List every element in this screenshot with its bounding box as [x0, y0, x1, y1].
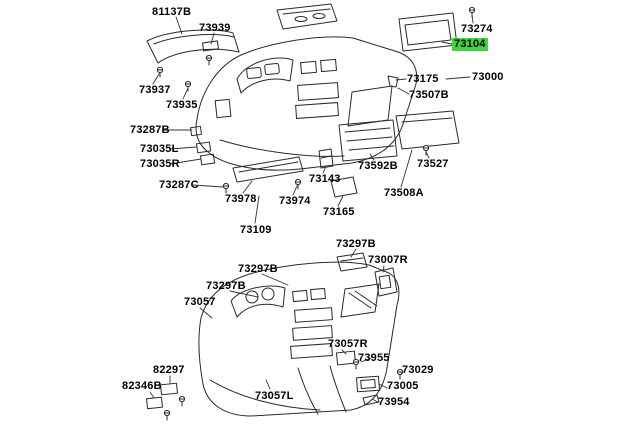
part-label-73109[interactable]: 73109: [240, 224, 272, 236]
part-label-73274[interactable]: 73274: [461, 23, 493, 35]
part-label-73939[interactable]: 73939: [199, 22, 231, 34]
part-label-73978[interactable]: 73978: [225, 193, 257, 205]
part-label-73000[interactable]: 73000: [472, 71, 504, 83]
part-label-73297B-3[interactable]: 73297B: [206, 280, 246, 292]
part-label-73143[interactable]: 73143: [309, 173, 341, 185]
part-label-73592B[interactable]: 73592B: [358, 160, 398, 172]
part-label-73035L[interactable]: 73035L: [140, 143, 179, 155]
part-label-73057[interactable]: 73057: [184, 296, 216, 308]
part-label-82297[interactable]: 82297: [153, 364, 185, 376]
part-label-73005[interactable]: 73005: [387, 380, 419, 392]
part-label-73287C[interactable]: 73287C: [159, 179, 199, 191]
part-label-73104-highlighted[interactable]: 73104: [452, 38, 488, 51]
part-label-73527[interactable]: 73527: [417, 158, 449, 170]
part-label-73507B[interactable]: 73507B: [409, 89, 449, 101]
part-label-73974[interactable]: 73974: [279, 195, 311, 207]
part-label-82346B[interactable]: 82346B: [122, 380, 162, 392]
part-label-73508A[interactable]: 73508A: [384, 187, 424, 199]
part-label-73175[interactable]: 73175: [407, 73, 439, 85]
lower-assembly-art: [146, 252, 404, 421]
part-label-73057L[interactable]: 73057L: [255, 390, 294, 402]
part-73104-shape: [398, 12, 458, 52]
part-label-73935[interactable]: 73935: [166, 99, 198, 111]
part-label-81137B[interactable]: 81137B: [152, 6, 192, 18]
part-label-73007R[interactable]: 73007R: [368, 254, 408, 266]
part-label-73955[interactable]: 73955: [358, 352, 390, 364]
part-label-73035R[interactable]: 73035R: [140, 158, 180, 170]
part-label-73297B-2[interactable]: 73297B: [238, 263, 278, 275]
part-label-73029[interactable]: 73029: [402, 364, 434, 376]
part-label-73954[interactable]: 73954: [378, 396, 410, 408]
leader-lines: [149, 13, 474, 403]
part-label-73165[interactable]: 73165: [323, 206, 355, 218]
part-label-73057R[interactable]: 73057R: [328, 338, 368, 350]
part-label-73297B-1[interactable]: 73297B: [336, 238, 376, 250]
part-label-73287B[interactable]: 73287B: [130, 124, 170, 136]
part-label-73937[interactable]: 73937: [139, 84, 171, 96]
